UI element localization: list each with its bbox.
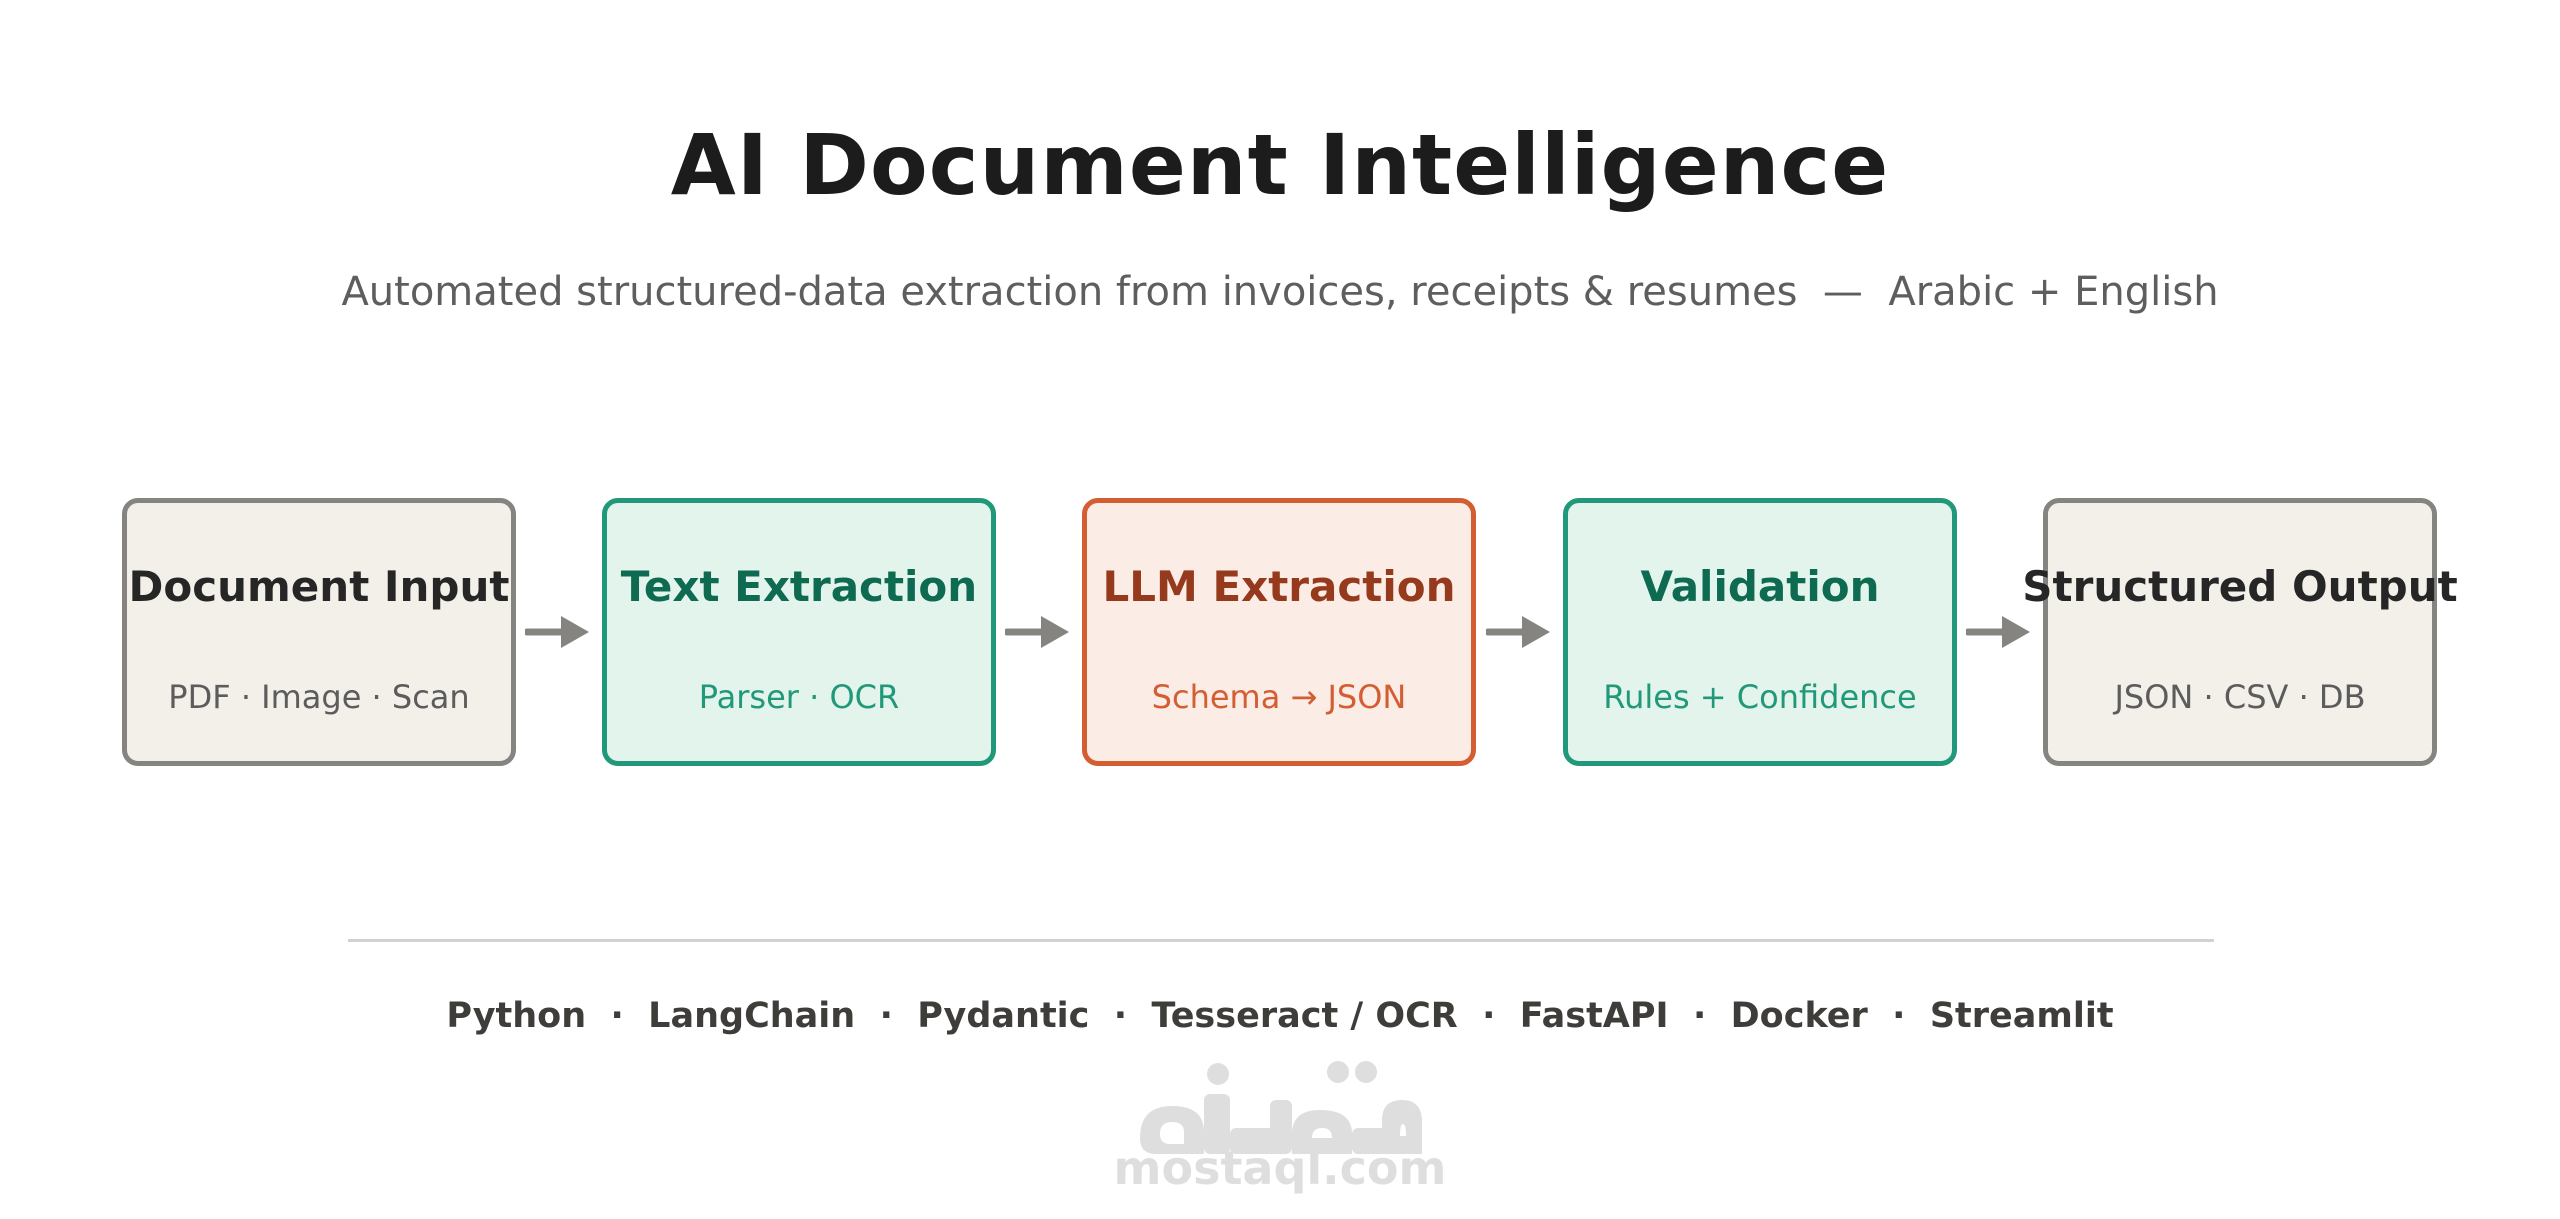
step-title: Structured Output (2022, 562, 2458, 611)
diagram-title: AI Document Intelligence (670, 116, 1890, 214)
diagram-subtitle: Automated structured-data extraction fro… (341, 269, 2219, 315)
step-title: LLM Extraction (1102, 562, 1456, 611)
step-subtitle: JSON · CSV · DB (2114, 678, 2366, 716)
step-subtitle: Schema → JSON (1151, 678, 1407, 716)
step-subtitle: Parser · OCR (698, 678, 900, 716)
flow-arrow-icon (1005, 616, 1069, 648)
pipeline-step-document-input: Document Input PDF · Image · Scan (122, 498, 516, 766)
tech-stack: Python · LangChain · Pydantic · Tesserac… (446, 996, 2114, 1036)
watermark-text: mostaql.com (1113, 1141, 1447, 1195)
step-title: Text Extraction (620, 562, 978, 611)
step-title: Validation (1640, 562, 1880, 611)
flow-arrow-icon (525, 616, 589, 648)
flow-arrow-icon (1486, 616, 1550, 648)
divider (348, 939, 2214, 942)
flow-arrow-icon (1966, 616, 2030, 648)
mostaql-logo-icon (1140, 1061, 1422, 1154)
step-subtitle: PDF · Image · Scan (168, 678, 470, 716)
step-title: Document Input (128, 562, 510, 611)
pipeline-step-llm-extraction: LLM Extraction Schema → JSON (1082, 498, 1476, 766)
step-subtitle: Rules + Confidence (1603, 678, 1917, 716)
pipeline-step-structured-output: Structured Output JSON · CSV · DB (2022, 498, 2458, 766)
pipeline-step-validation: Validation Rules + Confidence (1563, 498, 1957, 766)
pipeline-step-text-extraction: Text Extraction Parser · OCR (602, 498, 996, 766)
